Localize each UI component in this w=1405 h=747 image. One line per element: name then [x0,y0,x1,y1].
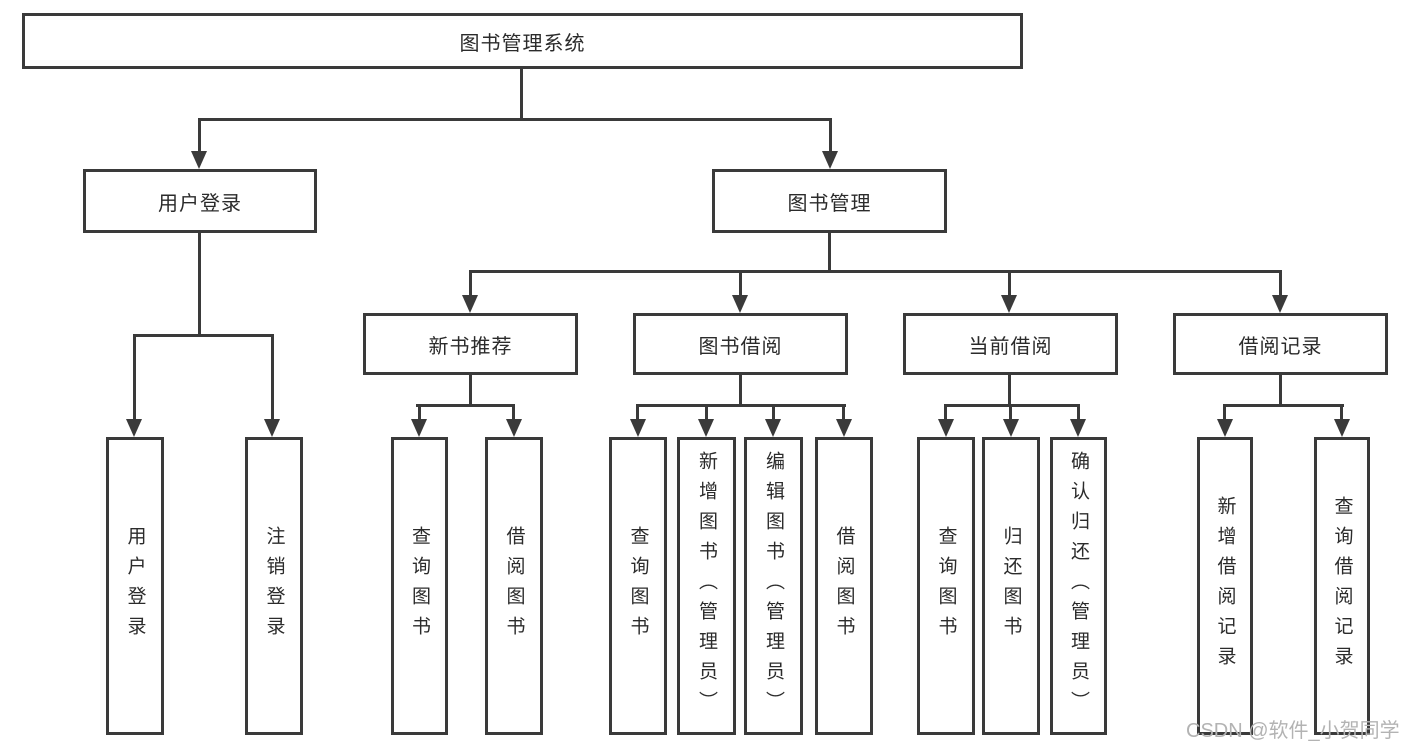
leaf-query-books-borrow: 查询图书 [609,437,667,735]
arrow-down-icon [630,419,646,437]
leaf-query-books-current: 查询图书 [917,437,975,735]
edge-leaf-drop [1009,404,1012,421]
edge-leaf-drop [842,404,845,421]
leaf-label: 借阅图书 [503,526,525,646]
leaf-label: 归还图书 [1000,526,1022,646]
node-label: 新书推荐 [428,335,513,358]
arrow-down-icon [938,419,954,437]
edge-current-borrowing-drop [1008,373,1011,407]
edge-leaf-drop [944,404,947,421]
node-new-book-recommendation: 新书推荐 [363,313,578,375]
leaf-label: 新增图书（管理员） [696,451,717,721]
arrow-down-icon [765,419,781,437]
leaf-add-borrow-record: 新增借阅记录 [1197,437,1253,735]
leaf-label: 查询借阅记录 [1331,496,1353,676]
edge-root-split [198,118,832,121]
arrow-down-icon [1334,419,1350,437]
node-label: 图书管理系统 [459,32,586,55]
edge-to-leaf-logout [271,334,274,420]
arrow-down-icon [1217,419,1233,437]
edge-to-current-borrowing [1008,270,1011,297]
arrow-down-icon [411,419,427,437]
leaf-label: 注销登录 [263,526,285,646]
node-root: 图书管理系统 [22,13,1023,69]
edge-book-borrowing-drop [739,373,742,407]
node-label: 图书借阅 [698,335,783,358]
leaf-label: 确认归还（管理员） [1068,451,1089,721]
edge-to-new-book [469,270,472,297]
leaf-label: 查询图书 [409,526,430,646]
watermark: CSDN @软件_小贺同学 [1186,720,1400,742]
node-label: 当前借阅 [968,335,1053,358]
edge-leaf-drop [1077,404,1080,421]
edge-to-user-login [198,118,201,152]
leaf-borrow-books-borrow: 借阅图书 [815,437,873,735]
leaf-user-login: 用户登录 [106,437,164,735]
node-label: 借阅记录 [1238,335,1323,358]
edge-book-management-drop [828,231,831,273]
leaf-logout: 注销登录 [245,437,303,735]
node-current-borrowing: 当前借阅 [903,313,1118,375]
arrow-down-icon [732,295,748,313]
edge-borrowing-records-split [1223,404,1344,407]
edge-book-management-split [469,270,1282,273]
arrow-down-icon [698,419,714,437]
arrow-down-icon [1272,295,1288,313]
edge-to-leaf-user-login [133,334,136,420]
leaf-add-books-admin: 新增图书（管理员） [677,437,736,735]
edge-user-login-split [133,334,274,337]
leaf-query-borrow-record: 查询借阅记录 [1314,437,1370,735]
edge-new-book-drop [469,373,472,407]
edge-leaf-drop [772,404,775,421]
edge-new-book-split [416,404,515,407]
edge-leaf-drop [512,404,515,421]
arrow-down-icon [126,419,142,437]
node-label: 用户登录 [158,192,242,215]
node-label: 图书管理 [787,192,872,215]
leaf-label: 用户登录 [124,526,146,646]
edge-current-borrowing-split [944,404,1080,407]
leaf-query-books-recommend: 查询图书 [391,437,448,735]
arrow-down-icon [836,419,852,437]
node-user-login: 用户登录 [83,169,317,233]
arrow-down-icon [506,419,522,437]
leaf-label: 查询图书 [627,526,649,646]
edge-leaf-drop [636,404,639,421]
leaf-label: 新增借阅记录 [1214,496,1236,676]
arrow-down-icon [462,295,478,313]
edge-leaf-drop [1340,404,1343,421]
arrow-down-icon [822,151,838,169]
leaf-borrow-books-recommend: 借阅图书 [485,437,543,735]
leaf-label: 借阅图书 [833,526,855,646]
edge-to-book-borrowing [739,270,742,297]
edge-leaf-drop [418,404,421,421]
edge-to-borrowing-records [1279,270,1282,297]
arrow-down-icon [264,419,280,437]
arrow-down-icon [1070,419,1086,437]
arrow-down-icon [1001,295,1017,313]
node-book-borrowing: 图书借阅 [633,313,848,375]
edge-leaf-drop [705,404,708,421]
edge-book-borrowing-split [636,404,846,407]
leaf-edit-books-admin: 编辑图书（管理员） [744,437,803,735]
node-borrowing-records: 借阅记录 [1173,313,1388,375]
edge-to-book-management [829,118,832,152]
edge-root-drop [520,67,523,119]
arrow-down-icon [191,151,207,169]
arrow-down-icon [1003,419,1019,437]
node-book-management: 图书管理 [712,169,947,233]
edge-user-login-drop [198,231,201,337]
edge-leaf-drop [1223,404,1226,421]
leaf-confirm-return-admin: 确认归还（管理员） [1050,437,1107,735]
leaf-label: 查询图书 [935,526,957,646]
leaf-label: 编辑图书（管理员） [763,451,784,721]
leaf-return-books: 归还图书 [982,437,1040,735]
edge-borrowing-records-drop [1279,373,1282,407]
